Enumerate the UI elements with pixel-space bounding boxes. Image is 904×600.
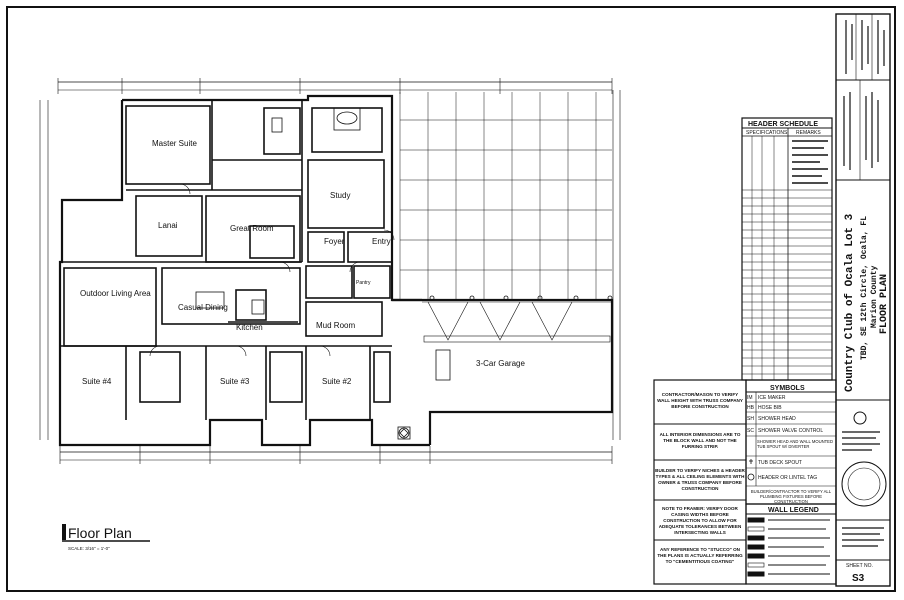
symbols-legend — [745, 379, 837, 505]
note-verify-niches: BUILDER TO VERIFY NICHES & HEADER TYPES … — [655, 468, 745, 491]
room-labels: Master Suite Lanai Great Room Study Foye… — [80, 139, 525, 386]
symbol-hose-bib: HOSE BIB — [758, 405, 782, 411]
project-county: Marion County — [870, 265, 879, 328]
room-garage: 3-Car Garage — [476, 359, 525, 368]
symbol-code-shower-head: SH — [747, 416, 754, 422]
room-study: Study — [330, 191, 350, 200]
room-master-suite: Master Suite — [152, 139, 197, 148]
symbol-code-ice-maker: IM — [747, 395, 753, 401]
room-entry: Entry — [372, 237, 391, 246]
header-schedule: HEADER SCHEDULE SPECIFICATIONS REMARKS — [741, 117, 833, 381]
symbols-items: IM ICE MAKER HB HOSE BIB SH SHOWER HEAD … — [747, 395, 823, 434]
room-casual-dining: Casual Dining — [178, 303, 228, 312]
room-suite-2: Suite #2 — [322, 377, 352, 386]
symbol-ice-maker: ICE MAKER — [758, 395, 786, 401]
note-framer: NOTE TO FRAMER: VERIFY DOOR CASING WIDTH… — [658, 506, 742, 535]
symbol-tub-deck-spout: TUB DECK SPOUT — [758, 460, 802, 466]
sheet-title: FLOOR PLAN — [879, 274, 890, 334]
project-title-group: Country Club of Ocala Lot 3 — [844, 213, 856, 392]
room-lanai: Lanai — [158, 221, 178, 230]
drawing-sheet — [6, 6, 896, 592]
room-outdoor-living: Outdoor Living Area — [80, 289, 151, 298]
sheet-title-group: FLOOR PLAN — [879, 274, 890, 334]
project-county-group: Marion County — [870, 265, 879, 328]
project-name: Country Club of Ocala Lot 3 — [844, 213, 856, 392]
revision-block — [842, 20, 885, 547]
header-schedule-col-remarks: REMARKS — [796, 130, 821, 136]
symbols-title: SYMBOLS — [770, 385, 805, 392]
sheet-number: S3 — [852, 573, 865, 584]
title-block — [835, 13, 891, 587]
room-foyer: Foyer — [324, 237, 345, 246]
room-pantry: Pantry — [356, 280, 371, 286]
symbol-code-hose-bib: HB — [747, 405, 755, 411]
symbol-shower-tub-spout: SHOWER HEAD AND WALL MOUNTED TUB SPOUT W… — [757, 439, 834, 449]
note-stucco: ANY REFERENCE TO "STUCCO" ON THE PLANS I… — [657, 547, 743, 564]
project-address: TBD, SE 12th Circle, Ocala, FL — [860, 216, 869, 360]
symbol-shower-head: SHOWER HEAD — [758, 416, 796, 422]
note-interior-dimensions: ALL INTERIOR DIMENSIONS ARE TO THE BLOCK… — [659, 432, 741, 449]
plan-linework — [39, 78, 621, 464]
room-great-room: Great Room — [230, 224, 274, 233]
drawing-scale: SCALE: 3/16" = 1'-0" — [68, 546, 110, 551]
drawing-title-block: Floor Plan SCALE: 3/16" = 1'-0" — [62, 524, 150, 551]
symbol-shower-valve: SHOWER VALVE CONTROL — [758, 428, 823, 434]
symbol-plumbing-verify: BUILDER/CONTRACTOR TO VERIFY ALL PLUMBIN… — [750, 489, 832, 503]
room-suite-4: Suite #4 — [82, 377, 112, 386]
symbol-header-tag: HEADER OR LINTEL TAG — [758, 475, 817, 481]
room-kitchen: Kitchen — [236, 323, 263, 332]
room-mud-room: Mud Room — [316, 321, 355, 330]
wall-legend-title: WALL LEGEND — [768, 507, 819, 514]
symbol-code-shower-valve: SC — [747, 428, 754, 434]
header-schedule-title: HEADER SCHEDULE — [748, 121, 818, 128]
note-wall-height: CONTRACTOR/MASON TO VERIFY WALL HEIGHT W… — [657, 392, 743, 409]
room-suite-3: Suite #3 — [220, 377, 250, 386]
drawing-title: Floor Plan — [68, 525, 132, 541]
project-address-group: TBD, SE 12th Circle, Ocala, FL — [860, 216, 869, 360]
wall-legend — [745, 503, 837, 585]
sheet-number-label: SHEET NO. — [846, 563, 873, 569]
header-schedule-col-specs: SPECIFICATIONS — [746, 130, 788, 136]
